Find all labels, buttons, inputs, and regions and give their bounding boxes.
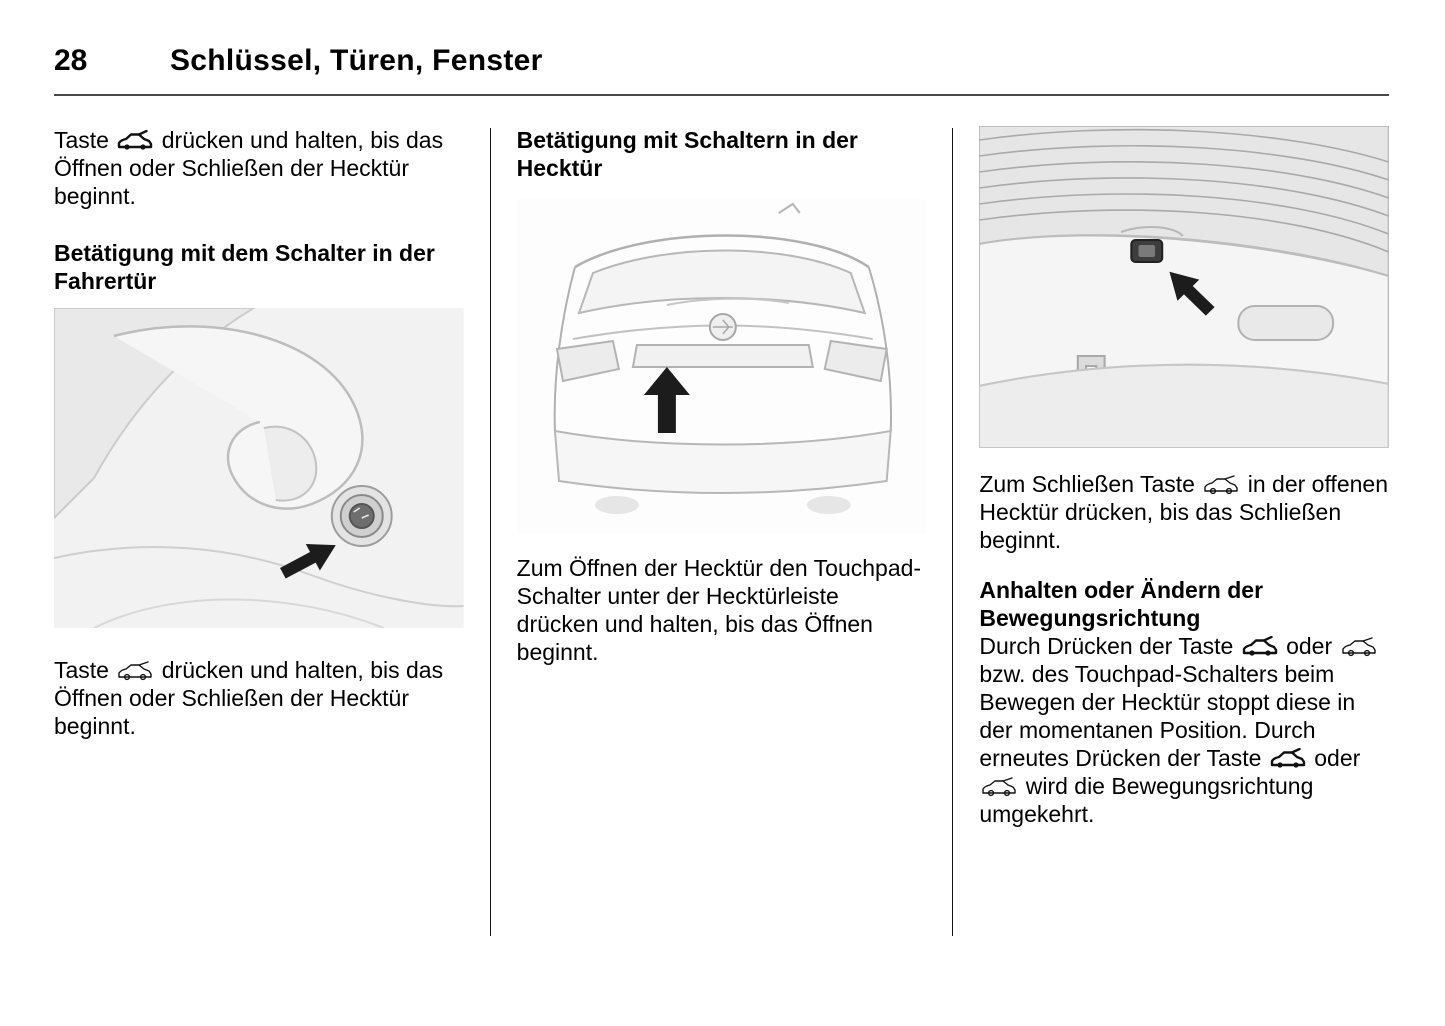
tailgate-remote-button-icon: [1242, 636, 1277, 657]
tailgate-switch-button-icon: [982, 777, 1017, 797]
page-number: 28: [54, 44, 88, 77]
text-run: Zum Schließen Taste: [979, 471, 1202, 497]
content-columns: Taste drücken und halten, bis das Öffnen…: [54, 126, 1389, 936]
car-rear-illustration-art: [516, 199, 927, 534]
text-run: drücken und halten, bis das Öffnen oder …: [54, 127, 444, 209]
text-run: oder: [1307, 745, 1361, 771]
text-run: Taste: [54, 127, 116, 153]
tailgate-remote-button-icon: [1270, 748, 1306, 769]
text-run: wird die Bewegungsrichtung umgekehrt.: [979, 773, 1314, 827]
text-run: Taste: [54, 657, 116, 683]
tailgate-switch-button-icon: [118, 661, 153, 681]
tailgate-strip: [631, 344, 814, 368]
text-run: in der offenen Hecktür drücken, bis das …: [979, 471, 1388, 553]
paragraph-close-button: Zum Schließen Taste in der offenen Heckt…: [979, 470, 1389, 554]
heading-tailgate-switches: Betätigung mit Schaltern in der Hecktür: [516, 127, 858, 181]
paragraph-stop-change-direction: Durch Drücken der Taste oder bzw. des To…: [979, 632, 1389, 828]
tailgate-switch-button-icon: [1204, 475, 1239, 495]
tailgate-switch-button-icon: [1341, 637, 1376, 657]
text-run: drücken und halten, bis das Öffnen oder …: [54, 657, 444, 739]
arrow-indicator: [1169, 271, 1215, 316]
paragraph-switch-open: Taste drücken und halten, bis das Öffnen…: [54, 656, 464, 740]
paragraph-remote-open: Taste drücken und halten, bis das Öffnen…: [54, 126, 464, 210]
column-divider: [489, 128, 491, 936]
paragraph-touchpad-open: Zum Öffnen der Hecktür den Touchpad-Scha…: [516, 555, 922, 665]
driver-door-illustration-art: [54, 308, 464, 628]
header-rule: [54, 94, 1389, 96]
column-divider: [952, 128, 954, 936]
text-run: oder: [1279, 633, 1339, 659]
text-run: Durch Drücken der Taste: [979, 633, 1240, 659]
heading-stop-change-direction: Anhalten oder Ändern der Bewegungsrichtu…: [979, 577, 1264, 631]
column-2: Betätigung mit Schaltern in der Hecktür: [516, 126, 927, 936]
manual-page: 28 Schlüssel, Türen, Fenster Taste drück…: [54, 44, 1389, 936]
tailgate-remote-button-icon: [118, 130, 153, 151]
arrow-indicator: [280, 544, 336, 579]
column-3: Zum Schließen Taste in der offenen Heckt…: [979, 126, 1389, 936]
page-header: 28 Schlüssel, Türen, Fenster: [54, 44, 1389, 78]
heading-driver-door-switch: Betätigung mit dem Schalter in der Fahre…: [54, 240, 435, 294]
section-title: Schlüssel, Türen, Fenster: [170, 44, 543, 77]
tailgate-interior-illustration: [979, 126, 1389, 448]
column-1: Taste drücken und halten, bis das Öffnen…: [54, 126, 464, 936]
text-run: bzw. des Touchpad-Schalters beim Bewegen…: [979, 661, 1356, 771]
car-rear-illustration: [516, 199, 927, 534]
tailgate-interior-illustration-art: [979, 126, 1389, 448]
arrow-indicator: [643, 367, 690, 433]
driver-door-illustration: [54, 308, 464, 628]
